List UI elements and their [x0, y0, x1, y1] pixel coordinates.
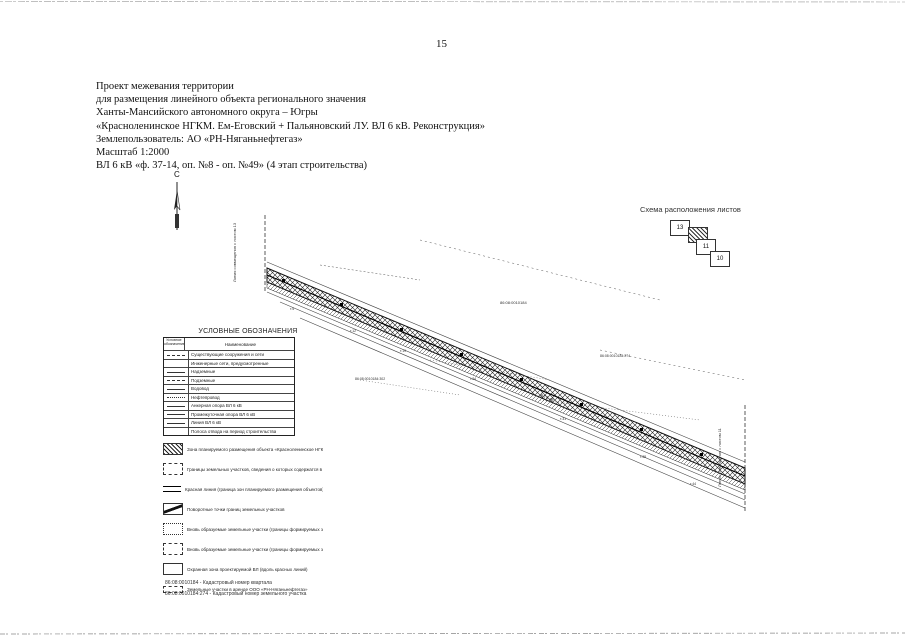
match-line-left-label: Линия совмещения с листом 13 [232, 222, 238, 283]
right-of-way-strip [266, 281, 746, 491]
legend-title: УСЛОВНЫЕ ОБОЗНАЧЕНИЯ [198, 328, 298, 335]
svg-text:т.31: т.31 [560, 417, 566, 421]
legend-row: Существующие сооружения и сети [164, 350, 294, 359]
legend-item: Вновь образуемые земельные участки (гран… [163, 542, 323, 556]
legend-item: Поворотные точки границ земельных участк… [163, 502, 323, 516]
cadastral-codes: 86:08:0010184 - Кадастровый номер кварта… [165, 578, 306, 600]
cadastral-quarter-code: 86:08:0010184 - Кадастровый номер кварта… [165, 580, 272, 586]
legend-row: Нефтепровод [164, 392, 294, 401]
svg-text:т.12: т.12 [350, 329, 356, 333]
legend-header-symbol: Условное обозначение [164, 338, 185, 350]
header-line-2: для размещения линейного объекта региона… [96, 94, 366, 106]
legend-header-row: Условное обозначение Наименование [164, 338, 294, 350]
north-arrow: С [168, 170, 188, 232]
map-legend: УСЛОВНЫЕ ОБОЗНАЧЕНИЯ Условное обозначени… [163, 328, 323, 602]
sheet-10: 10 [710, 251, 730, 267]
pole-markers [282, 279, 703, 456]
svg-text:т.44: т.44 [690, 482, 696, 486]
scan-edge-bottom [0, 632, 905, 635]
power-line-axis [266, 274, 746, 477]
legend-header-name: Наименование [224, 341, 256, 347]
svg-text:т.19: т.19 [400, 349, 406, 353]
parcel-boundaries [319, 239, 746, 421]
legend-row: Надземные [164, 367, 294, 376]
svg-text:т.5: т.5 [290, 307, 294, 311]
legend-item: Зона планируемого размещения объекта «Кр… [163, 442, 323, 456]
document-header: Проект межевания территории для размещен… [96, 80, 485, 172]
header-line-3: Ханты-Мансийского автономного округа – Ю… [96, 107, 318, 119]
svg-text:86:08:0010184:274: 86:08:0010184:274 [600, 354, 630, 358]
sheet-layout-scheme: Схема расположения листов 13 11 10 [640, 205, 760, 275]
header-line-4: «Красноленинское НГКМ. Ем-Еговский + Пал… [96, 120, 485, 132]
legend-row: Полоса отвода на период строительства [164, 426, 294, 435]
legend-row: Промежуточная опора ВЛ 6 кВ [164, 409, 294, 418]
legend-item: Красная линия (граница зон планируемого … [163, 482, 323, 496]
scan-edge-top [0, 1, 905, 3]
legend-item: Охранная зона проектируемой ВЛ (вдоль кр… [163, 562, 323, 576]
legend-item: Вновь образуемые земельные участки (гран… [163, 522, 323, 536]
header-line-7: ВЛ 6 кВ «ф. 37-14, оп. №8 - оп. №49» (4 … [96, 160, 368, 172]
legend-item: Земельные участки в аренде ООО «РН-Няган… [163, 582, 323, 596]
svg-text:т.24: т.24 [470, 377, 476, 381]
allocation-strip [266, 261, 746, 509]
sheet-13: 13 [670, 220, 690, 236]
sheet-scheme-title: Схема расположения листов [640, 205, 741, 214]
map-small-labels: т.5 т.12 т.19 т.24 т.31 т.38 т.44 86:08:… [290, 307, 696, 486]
legend-table: Условное обозначение Наименование Сущест… [163, 337, 295, 436]
legend-row: Линия ВЛ 6 кВ [164, 418, 294, 427]
north-arrow-label: С [174, 170, 180, 179]
north-arrow-icon [174, 182, 181, 230]
svg-text:86:08:0010184:302: 86:08:0010184:302 [355, 377, 385, 381]
map-label-quarter: 86:08:0010184 [500, 300, 527, 305]
legend-extra-items: Зона планируемого размещения объекта «Кр… [163, 442, 323, 596]
header-line-5: Землепользователь: АО «РН-Няганьнефтегаз… [96, 133, 303, 145]
cadastral-parcel-code: 86:08:0010184:274 - Кадастровый номер зе… [165, 591, 307, 597]
legend-row: Анкерная опора ВЛ 6 кВ [164, 401, 294, 410]
legend-row: Водовод [164, 384, 294, 393]
header-line-1: Проект межевания территории [96, 81, 234, 92]
legend-row: Подземные [164, 375, 294, 384]
legend-row: Инженерные сети, предусмотренные [164, 358, 294, 367]
svg-text:т.38: т.38 [640, 455, 646, 459]
header-line-6: Масштаб 1:2000 [96, 147, 170, 159]
page-number: 15 [436, 38, 447, 50]
legend-item: Границы земельных участков, сведения о к… [163, 462, 323, 476]
match-line-right-label: Линия совмещения с листом 11 [716, 428, 722, 487]
